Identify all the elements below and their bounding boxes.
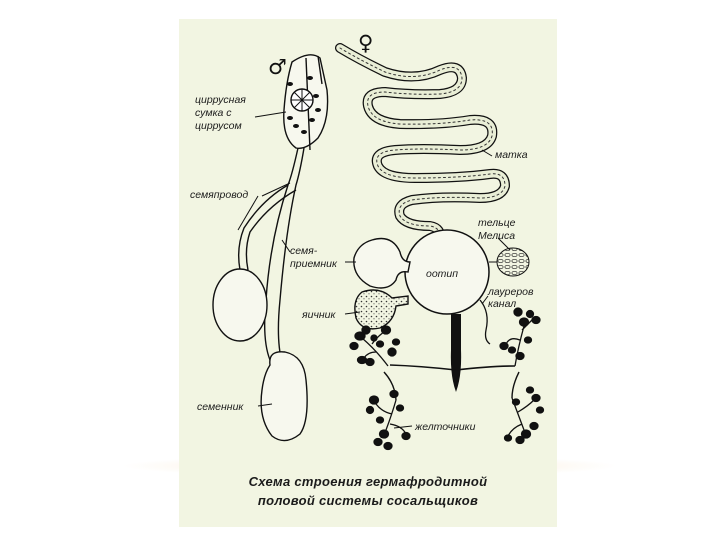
label-seminal-receptacle-2: приемник (290, 258, 338, 270)
label-testis: семенник (197, 401, 244, 413)
cirrus-sac (283, 54, 329, 151)
uterus (335, 43, 510, 245)
label-mehlis-gland-2: Мелиса (478, 230, 515, 242)
label-ovary: яичник (301, 309, 337, 321)
label-cirrus-sac-1: циррусная (195, 94, 246, 106)
label-laurer-canal-1: лауреров (487, 286, 534, 298)
label-vitellaria: желточники (414, 421, 476, 433)
label-cirrus-sac-2: сумка с (195, 107, 232, 119)
mehlis-gland (489, 247, 530, 277)
label-mehlis-gland-1: тельце (478, 217, 516, 229)
label-vas-deferens: семяпровод (190, 189, 248, 201)
caption-line-2: половой системы сосальщиков (257, 493, 479, 508)
testes (212, 268, 308, 442)
label-cirrus-sac-3: циррусом (195, 120, 242, 132)
leader-lines (237, 111, 511, 429)
ovary (354, 289, 409, 330)
vitellaria (349, 307, 545, 451)
label-laurer-canal-2: канал (488, 298, 516, 310)
caption-line-1: Схема строения гермафродитной (248, 474, 488, 489)
vas-deferens (237, 147, 305, 363)
laurer-canal (479, 299, 491, 345)
label-ootype: оотип (426, 268, 458, 280)
label-uterus: матка (495, 149, 528, 161)
figure-caption: Схема строения гермафродитной половой си… (179, 472, 557, 510)
vitelline-duct (383, 314, 520, 401)
female-symbol: ♀ (358, 31, 373, 55)
male-symbol: ♂ (268, 55, 287, 79)
label-seminal-receptacle-1: семя- (290, 245, 318, 257)
seminal-receptacle (353, 237, 411, 289)
